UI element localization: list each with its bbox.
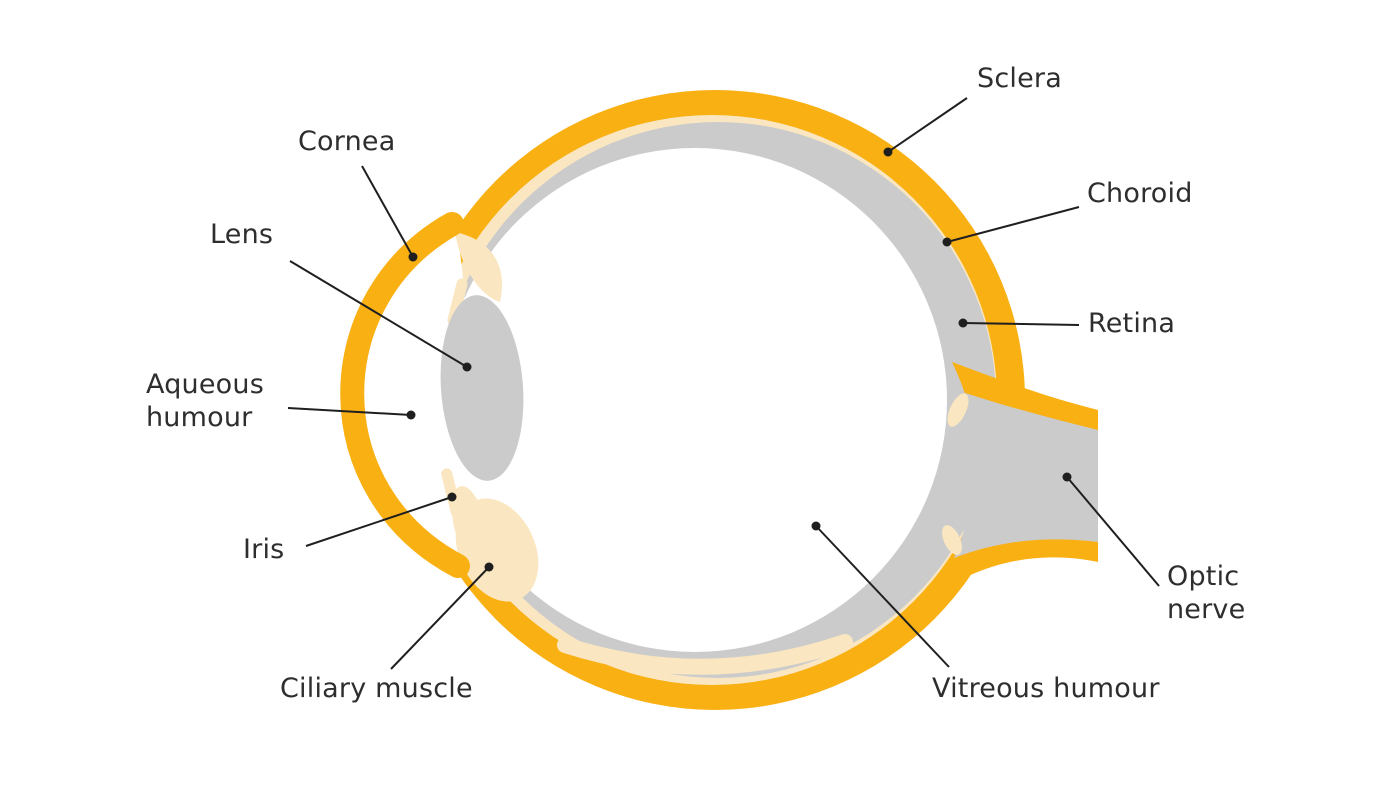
leader-line-vitreous-humour xyxy=(815,525,950,668)
nerve-head-cream-bottom xyxy=(942,525,962,555)
leader-line-optic-nerve xyxy=(1066,476,1160,587)
label-vitreous-humour: Vitreous humour xyxy=(932,673,1160,704)
ciliary-body-top xyxy=(455,232,503,302)
leader-line-choroid xyxy=(946,206,1080,243)
label-aqueous-humour-line1: Aqueous xyxy=(146,369,264,400)
pointer-dot-lens xyxy=(462,362,472,372)
lens-shape xyxy=(440,295,524,481)
label-aqueous-humour: Aqueous humour xyxy=(146,368,264,434)
leader-line-ciliary-muscle xyxy=(390,566,490,670)
pointer-dot-choroid xyxy=(942,237,952,247)
label-lens: Lens xyxy=(210,219,274,250)
pointer-dot-iris xyxy=(447,492,457,502)
label-optic-nerve: Optic nerve xyxy=(1167,560,1245,626)
leader-line-lens xyxy=(289,260,468,368)
leader-line-retina xyxy=(962,322,1080,326)
optic-nerve-core xyxy=(954,390,1098,558)
label-aqueous-humour-line2: humour xyxy=(146,402,253,433)
leader-line-aqueous-humour xyxy=(287,407,412,416)
leader-line-sclera xyxy=(887,97,968,153)
ciliary-body-bottom xyxy=(451,485,489,565)
nerve-head-cream-top xyxy=(947,393,969,427)
iris-top xyxy=(447,278,468,326)
leader-lines xyxy=(287,97,1160,670)
label-choroid: Choroid xyxy=(1087,178,1193,209)
pointer-dot-ciliary-muscle xyxy=(484,562,494,572)
leader-line-iris xyxy=(305,496,453,547)
cornea-shape xyxy=(340,212,470,578)
pointer-dots xyxy=(406,147,1072,572)
label-cornea: Cornea xyxy=(298,126,396,157)
leader-line-cornea xyxy=(361,165,414,258)
vitreous-interior xyxy=(443,148,947,652)
pointer-dot-sclera xyxy=(883,147,893,157)
pointer-dot-optic-nerve xyxy=(1062,472,1072,482)
pointer-dot-vitreous-humour xyxy=(811,521,821,531)
pointer-dot-cornea xyxy=(408,252,418,262)
label-optic-nerve-line2: nerve xyxy=(1167,594,1246,625)
label-retina: Retina xyxy=(1088,308,1176,339)
cream-inner-bottom-band xyxy=(557,634,853,675)
label-iris: Iris xyxy=(243,534,285,565)
pointer-dot-aqueous-humour xyxy=(406,410,416,420)
label-optic-nerve-line1: Optic xyxy=(1167,561,1240,592)
label-ciliary-muscle: Ciliary muscle xyxy=(280,673,473,704)
pointer-dot-retina xyxy=(958,318,968,328)
label-sclera: Sclera xyxy=(977,63,1062,94)
